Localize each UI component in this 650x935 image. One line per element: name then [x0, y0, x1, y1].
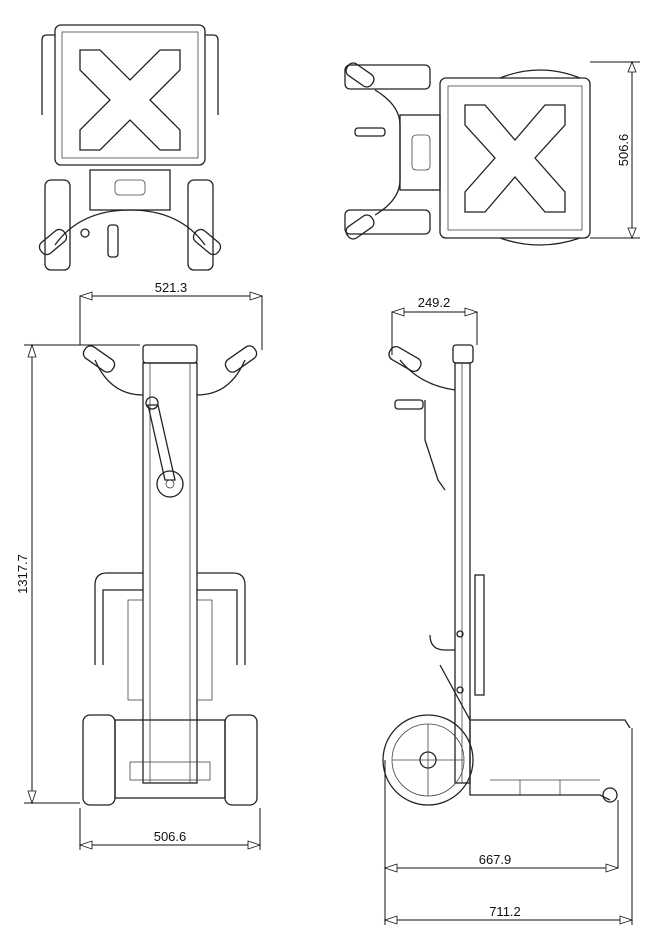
top-view: 506.6 — [344, 60, 640, 246]
dimension-length-overall: 711.2 — [489, 904, 521, 919]
side-view: 249.2 667.9 711.2 — [382, 295, 634, 925]
dimension-top-view-width: 506.6 — [616, 134, 631, 167]
dimension-handle-depth: 249.2 — [418, 295, 451, 310]
front-view: 521.3 1317.7 506.6 — [15, 280, 264, 850]
rear-top-view — [38, 24, 222, 271]
dimension-length-inner: 667.9 — [479, 852, 512, 867]
dimension-handle-width: 521.3 — [155, 280, 188, 295]
dimension-height: 1317.7 — [15, 554, 30, 594]
dimension-wheel-width: 506.6 — [154, 829, 187, 844]
